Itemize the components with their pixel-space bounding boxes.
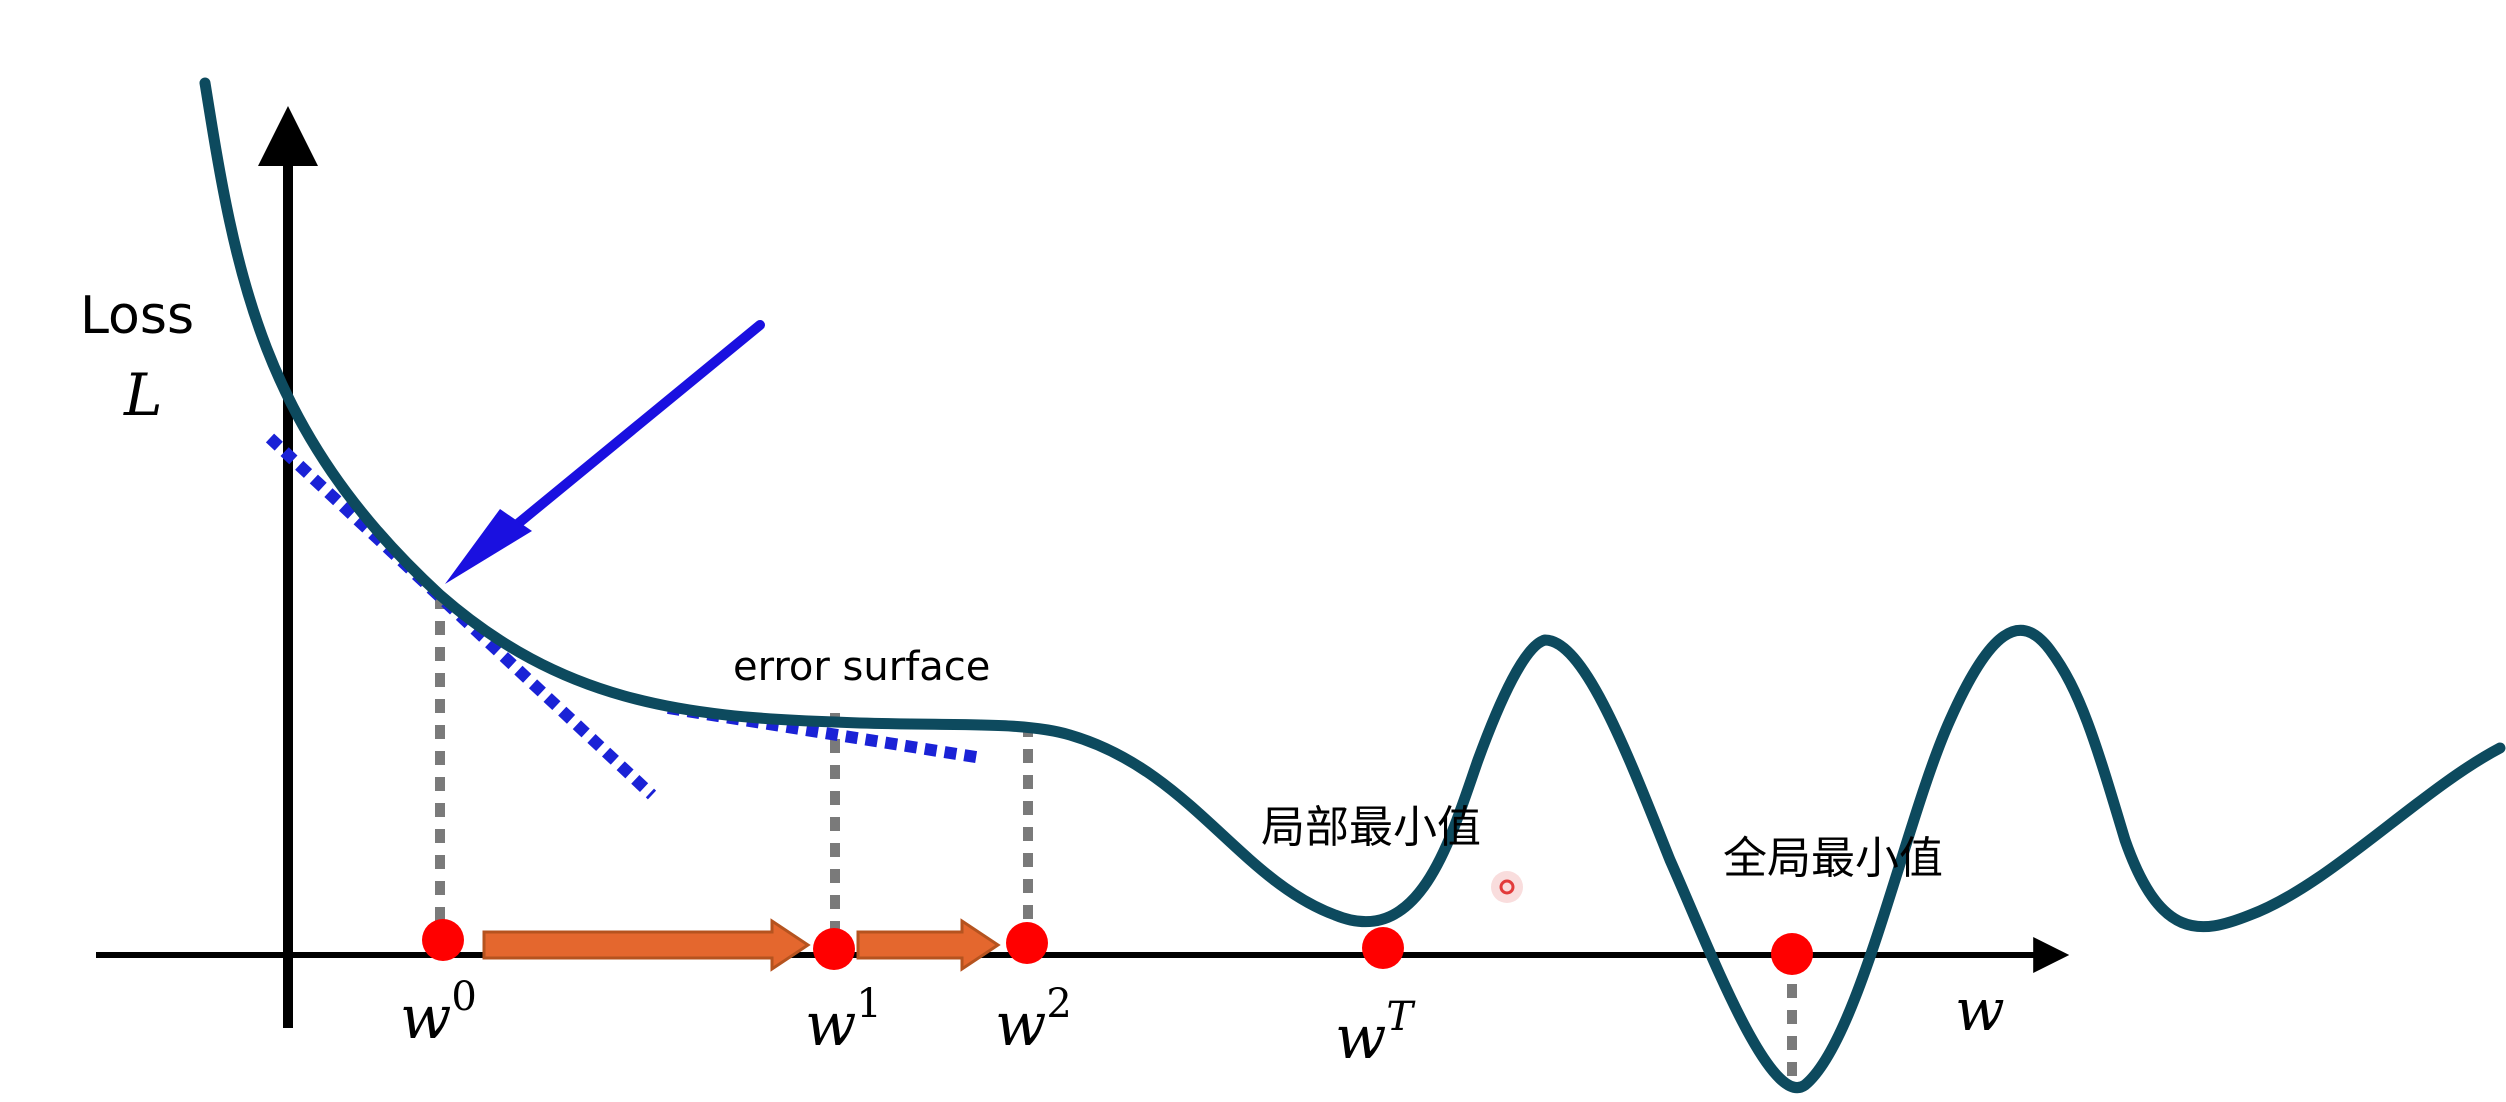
guide-lines	[435, 595, 1797, 1088]
loss-curve	[199, 77, 2506, 1093]
step-arrows	[482, 918, 1001, 972]
y-axis-label-word: Loss	[80, 286, 194, 346]
global-min-label: 全局最小值	[1723, 833, 1943, 884]
pointer-arrow	[445, 320, 765, 584]
local-min-label: 局部最小值	[1261, 802, 1481, 853]
cursor-marker	[1491, 871, 1523, 903]
labels: Loss L w error surface w0 w1 w2 wT 局部最小值…	[80, 286, 2005, 1073]
axes	[96, 106, 2070, 1028]
point-w2	[1006, 922, 1048, 964]
point-w1	[813, 928, 855, 970]
y-axis-label-symbol: L	[123, 361, 163, 429]
point-w0	[422, 919, 464, 961]
point-label-w2: w2	[995, 981, 1072, 1060]
tangent-lines	[265, 433, 983, 800]
step-arrow-w1-to-w2	[856, 918, 1001, 972]
point-global-min	[1771, 933, 1813, 975]
point-label-w0: w0	[400, 974, 477, 1053]
curve-label: error surface	[733, 644, 990, 690]
step-arrow-w0-to-w1	[482, 918, 811, 972]
point-label-wT: wT	[1335, 994, 1416, 1073]
point-wT	[1362, 927, 1404, 969]
x-axis-label-symbol: w	[1955, 976, 2005, 1044]
tangent-line-w1	[667, 702, 983, 764]
parameter-points	[422, 919, 1813, 975]
point-label-w1: w1	[805, 981, 882, 1060]
